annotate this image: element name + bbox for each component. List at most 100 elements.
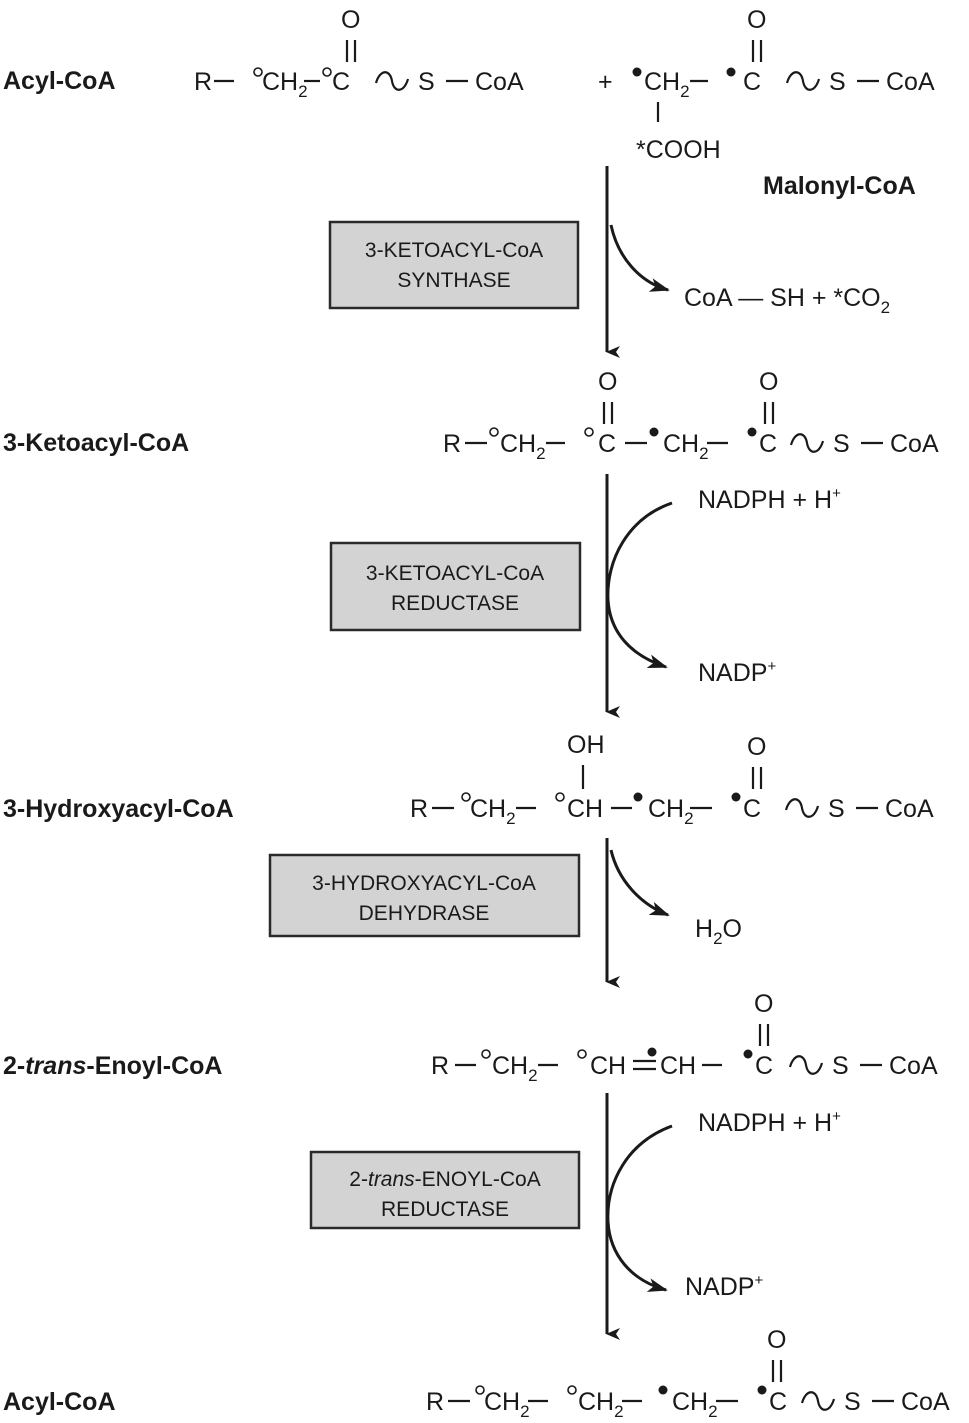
cofactor-coa-sh-co2: CoA — SH + *CO2: [684, 284, 890, 317]
r-group: R: [194, 68, 212, 96]
unlabeled-carbon-marker: [584, 427, 594, 437]
unlabeled-carbon-marker: [489, 427, 499, 437]
svg-text:DEHYDRASE: DEHYDRASE: [359, 902, 490, 925]
sulfur-atom: S: [832, 1052, 849, 1080]
coa-group: CoA: [475, 68, 524, 96]
coa-group: CoA: [901, 1388, 950, 1416]
atom-label: CH2: [663, 430, 709, 463]
carbon-atom: C: [759, 430, 777, 458]
oxygen-atom: O: [767, 1326, 786, 1354]
svg-text:3-KETOACYL-CoA: 3-KETOACYL-CoA: [365, 239, 543, 262]
svg-text:REDUCTASE: REDUCTASE: [381, 1198, 509, 1221]
unlabeled-carbon-marker: [567, 1385, 577, 1395]
hydroxyl-group: OH: [567, 731, 605, 759]
r-group: R: [426, 1388, 444, 1416]
enzyme-box-3-ketoacyl-coa-synthase: 3-KETOACYL-CoA SYNTHASE: [328, 220, 580, 310]
ch-group: CH: [590, 1052, 626, 1080]
carbon-atom: C: [743, 795, 761, 823]
sulfur-atom: S: [833, 430, 850, 458]
enzyme-box-3-hydroxyacyl-coa-dehydrase: 3-HYDROXYACYL-CoA DEHYDRASE: [268, 853, 581, 938]
atom-label: CH2: [500, 430, 546, 463]
sulfur-atom: S: [844, 1388, 861, 1416]
labeled-carbon-marker: [658, 1385, 668, 1395]
labeled-carbon-marker: [632, 67, 642, 77]
atom-label: CH2: [492, 1052, 538, 1085]
svg-text:REDUCTASE: REDUCTASE: [391, 592, 519, 615]
oxygen-atom: O: [759, 368, 778, 396]
svg-text:3-HYDROXYACYL-CoA: 3-HYDROXYACYL-CoA: [312, 872, 536, 895]
r-group: R: [443, 430, 461, 458]
atom-label: CH2: [470, 795, 516, 828]
atom-label: CH2: [644, 68, 690, 101]
compound-label-acyl-coa: Acyl-CoA: [3, 67, 116, 95]
carbon-atom: C: [755, 1052, 773, 1080]
thioester-bond-tilde: [788, 1055, 824, 1075]
thioester-bond-tilde: [374, 71, 410, 91]
ch-group: CH: [567, 795, 603, 823]
enzyme-box-3-ketoacyl-coa-reductase: 3-KETOACYL-CoA REDUCTASE: [329, 541, 582, 632]
carbon-atom: C: [743, 68, 761, 96]
labeled-carbon-marker: [633, 792, 643, 802]
carboxyl-group: *COOH: [636, 136, 721, 164]
cofactor-nadp-2: NADP+: [685, 1272, 763, 1301]
curved-arrow-nadph-2: [606, 1124, 673, 1292]
coa-group: CoA: [889, 1052, 938, 1080]
r-group: R: [410, 795, 428, 823]
plus-sign: +: [598, 68, 613, 96]
oxygen-atom: O: [341, 6, 360, 34]
unlabeled-carbon-marker: [555, 792, 565, 802]
labeled-carbon-marker: [726, 67, 736, 77]
svg-text:SYNTHASE: SYNTHASE: [397, 269, 510, 292]
compound-label-3-hydroxyacyl-coa: 3-Hydroxyacyl-CoA: [3, 795, 234, 823]
unlabeled-carbon-marker: [475, 1385, 485, 1395]
compound-label-malonyl-coa: Malonyl-CoA: [763, 172, 916, 200]
svg-text:2-trans-ENOYL-CoA: 2-trans-ENOYL-CoA: [349, 1168, 540, 1191]
thioester-bond-tilde: [785, 71, 821, 91]
unlabeled-carbon-marker: [577, 1049, 587, 1059]
labeled-carbon-marker: [747, 427, 757, 437]
atom-label: CH2: [484, 1388, 530, 1421]
thioester-bond-tilde: [800, 1391, 836, 1411]
ch-group: CH: [660, 1052, 696, 1080]
sulfur-atom: S: [418, 68, 435, 96]
cofactor-nadp-1: NADP+: [698, 658, 776, 687]
enzyme-box-2-trans-enoyl-coa-reductase: 2-trans-ENOYL-CoA REDUCTASE: [309, 1150, 581, 1230]
r-group: R: [431, 1052, 449, 1080]
labeled-carbon-marker: [731, 792, 741, 802]
thioester-bond-tilde: [784, 798, 820, 818]
curved-arrow-out-coa-co2: [609, 224, 670, 292]
cofactor-nadph-h-1: NADPH + H+: [698, 485, 841, 514]
cofactor-nadph-h-2: NADPH + H+: [698, 1108, 841, 1137]
curved-arrow-out-h2o: [609, 849, 670, 917]
atom-label: CH2: [578, 1388, 624, 1421]
oxygen-atom: O: [598, 368, 617, 396]
unlabeled-carbon-marker: [253, 67, 263, 77]
labeled-carbon-marker: [649, 427, 659, 437]
cofactor-h2o: H2O: [695, 915, 742, 948]
carbon-atom: C: [598, 430, 616, 458]
oxygen-atom: O: [747, 6, 766, 34]
thioester-bond-tilde: [789, 433, 825, 453]
coa-group: CoA: [890, 430, 939, 458]
unlabeled-carbon-marker: [461, 792, 471, 802]
carbon-atom: C: [769, 1388, 787, 1416]
curved-arrow-nadph-1: [606, 501, 673, 669]
compound-label-2-trans-enoyl-coa: 2-trans-Enoyl-CoA: [3, 1052, 222, 1080]
atom-label: CH2: [672, 1388, 718, 1421]
labeled-carbon-marker: [743, 1049, 753, 1059]
atom-label: CH2: [262, 68, 308, 101]
atom-label: CH2: [648, 795, 694, 828]
carbon-atom: C: [332, 68, 350, 96]
oxygen-atom: O: [747, 733, 766, 761]
unlabeled-carbon-marker: [481, 1049, 491, 1059]
compound-label-acyl-coa-product: Acyl-CoA: [3, 1388, 116, 1416]
compound-label-3-ketoacyl-coa: 3-Ketoacyl-CoA: [3, 429, 189, 457]
labeled-carbon-marker: [757, 1385, 767, 1395]
coa-group: CoA: [885, 795, 934, 823]
sulfur-atom: S: [829, 68, 846, 96]
unlabeled-carbon-marker: [322, 67, 332, 77]
svg-text:3-KETOACYL-CoA: 3-KETOACYL-CoA: [366, 562, 544, 585]
sulfur-atom: S: [828, 795, 845, 823]
